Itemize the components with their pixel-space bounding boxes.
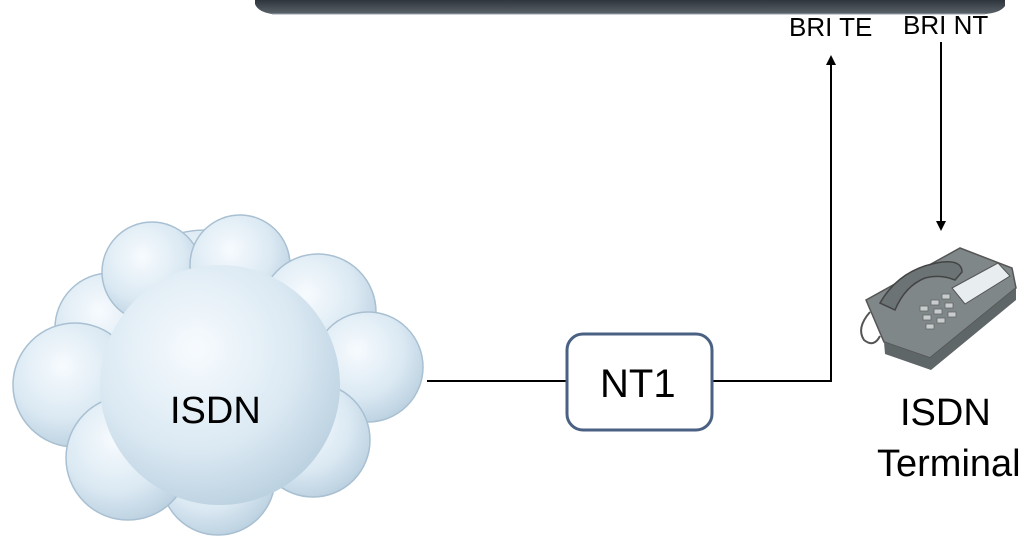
nt1-label: NT1 [600, 362, 676, 406]
terminal-label-line1: ISDN [900, 392, 991, 434]
router-device-edge [255, 0, 1005, 15]
isdn-cloud-label: ISDN [170, 390, 261, 432]
nt1-to-bri-te-line [712, 55, 836, 382]
telephone-icon [860, 247, 1017, 370]
nt1-box [565, 332, 714, 432]
terminal-label-line2: Terminal [877, 443, 1021, 485]
isdn-cloud [12, 214, 424, 536]
bri-nt-label: BRI NT [903, 10, 988, 40]
bri-te-label: BRI TE [789, 12, 872, 42]
